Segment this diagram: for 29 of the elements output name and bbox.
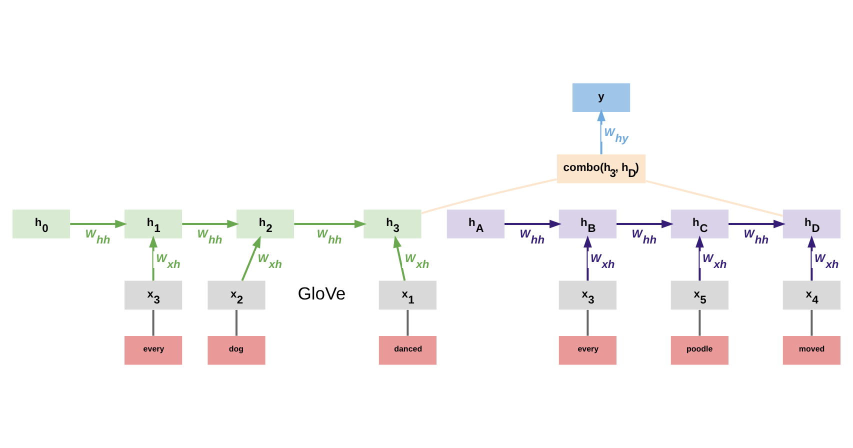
connector: [406, 310, 409, 336]
node-box: dog: [208, 336, 266, 365]
arrow: [584, 236, 592, 281]
node-box: every: [558, 336, 616, 365]
node-box: poodle: [670, 336, 728, 365]
arrow: [182, 220, 240, 228]
arrow: [597, 109, 606, 154]
node-box: every: [124, 336, 182, 365]
connector: [698, 310, 701, 336]
connector: [586, 310, 589, 336]
arrow: [241, 236, 261, 282]
arrow: [149, 236, 158, 281]
node-box: y: [572, 83, 630, 112]
connector: [810, 310, 813, 336]
connector: [421, 178, 557, 214]
arrow: [294, 220, 367, 228]
node-box: moved: [782, 336, 840, 365]
node-box: danced: [378, 336, 436, 365]
arrow: [808, 236, 816, 281]
label: GloVe: [298, 284, 346, 304]
arrow: [393, 236, 406, 281]
connector: [236, 310, 238, 336]
connector: [152, 310, 154, 336]
arrow: [696, 236, 704, 281]
arrow: [70, 220, 128, 228]
arrow: [728, 220, 786, 228]
arrow: [616, 220, 674, 228]
connector: [646, 180, 784, 217]
arrow: [504, 220, 562, 228]
